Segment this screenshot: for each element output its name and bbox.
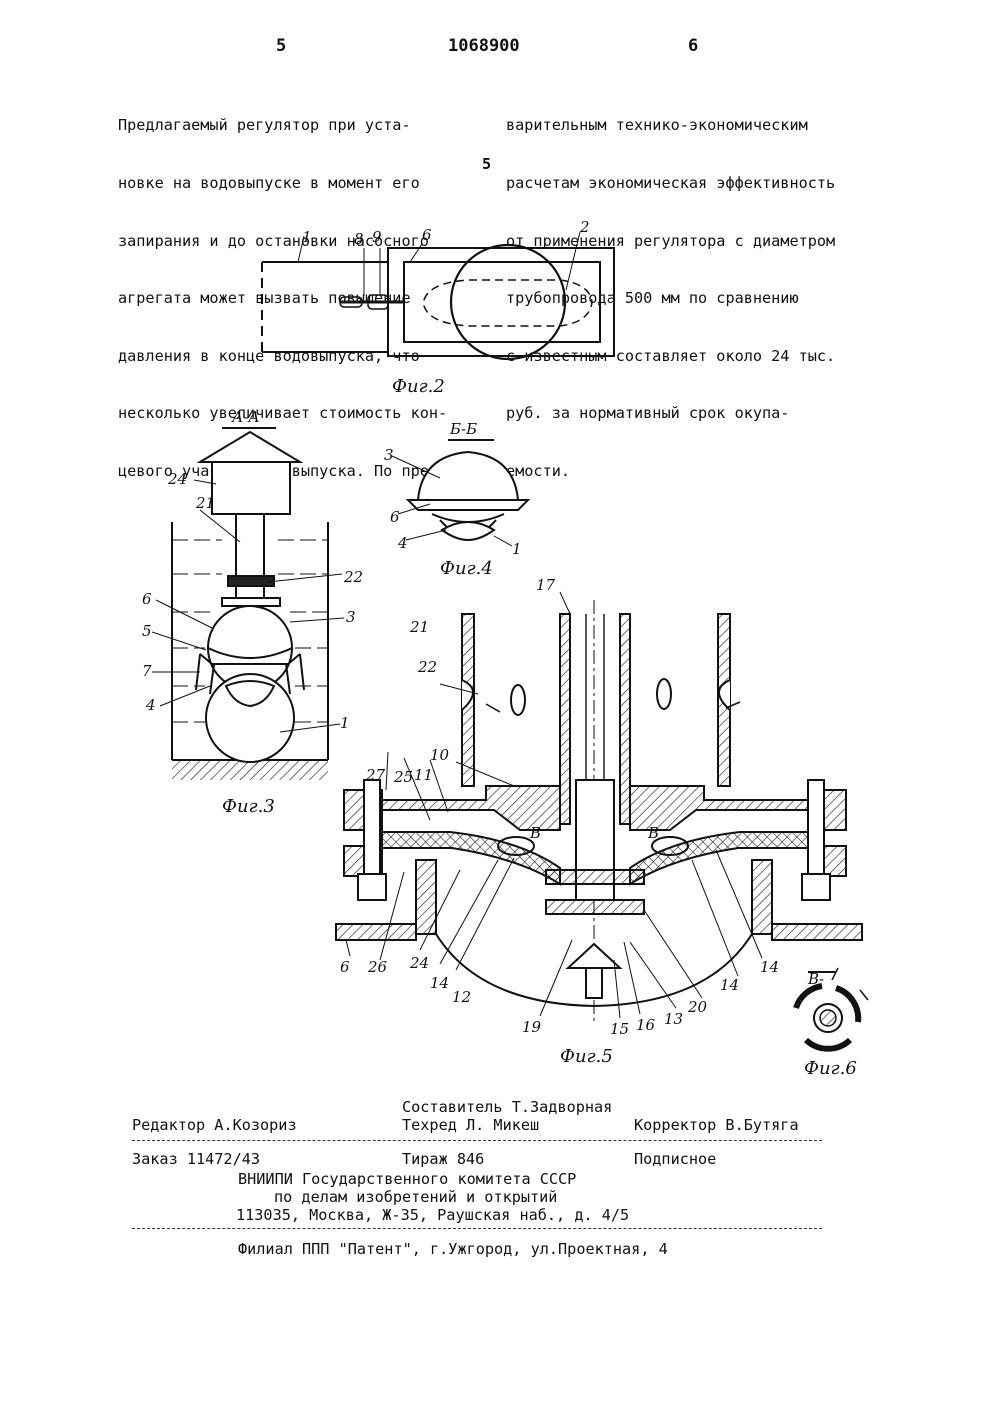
fig3-label-7: 7: [142, 662, 152, 680]
fig3-label-1: 1: [340, 714, 350, 732]
fig2-label-9: 9: [372, 228, 382, 246]
fig5-label-15: 15: [610, 1020, 629, 1038]
editor: Редактор А.Козориз: [132, 1116, 297, 1134]
divider: [132, 1140, 822, 1141]
fig2-label-6: 6: [422, 226, 432, 244]
fig3-label-4: 4: [145, 696, 156, 714]
fig3-label-21: 21: [195, 494, 215, 512]
fig5-label-21: 21: [409, 618, 429, 636]
fig2-caption: Фиг.2: [392, 376, 445, 397]
fig5-label-v-left: В: [529, 824, 541, 842]
order: Заказ 11472/43: [132, 1150, 260, 1168]
fig5-caption: Фиг.5: [560, 1046, 613, 1067]
divider: [132, 1228, 822, 1229]
fig3-section-label: А-А: [231, 408, 260, 426]
fig2-label-2: 2: [579, 218, 590, 236]
fig5-label-10: 10: [430, 746, 450, 764]
figure-2: [262, 232, 614, 359]
fig5-label-14-left: 14: [430, 974, 449, 992]
fig4-label-1: 1: [512, 540, 522, 558]
compiler: Составитель Т.Задворная: [402, 1098, 612, 1116]
fig5-label-14-right: 14: [760, 958, 779, 976]
subscription: Подписное: [634, 1150, 716, 1168]
fig3-label-24: 24: [167, 470, 187, 488]
figure-4: [392, 440, 528, 546]
fig5-label-19: 19: [522, 1018, 542, 1036]
fig3-label-3: 3: [346, 608, 356, 626]
corrector: Корректор В.Бутяга: [634, 1116, 799, 1134]
fig2-label-8: 8: [354, 230, 364, 248]
fig4-label-3: 3: [384, 446, 394, 464]
drawings: 1 8 9 6 2 Фиг.2: [0, 0, 1000, 1100]
org-line-1: ВНИИПИ Государственного комитета СССР: [238, 1170, 576, 1188]
fig4-caption: Фиг.4: [440, 558, 493, 579]
fig5-label-13: 13: [664, 1010, 683, 1028]
fig5-label-16: 16: [636, 1016, 656, 1034]
org-line-3: 113035, Москва, Ж-35, Раушская наб., д. …: [236, 1206, 629, 1224]
fig3-caption: Фиг.3: [222, 796, 275, 817]
fig5-label-27: 27: [365, 766, 386, 784]
fig5-label-17: 17: [536, 576, 556, 594]
fig3-label-22: 22: [343, 568, 363, 586]
fig3-label-6: 6: [142, 590, 152, 608]
fig5-label-25: 25: [393, 768, 413, 786]
fig4-section-label: Б-Б: [449, 420, 477, 438]
fig3-label-5: 5: [142, 622, 152, 640]
fig5-label-v-right: В: [647, 824, 659, 842]
fig4-label-6: 6: [390, 508, 400, 526]
fig5-label-26: 26: [367, 958, 388, 976]
fig6-section-label: В-: [807, 970, 824, 988]
fig5-label-11: 11: [414, 766, 433, 784]
fig5-label-12: 12: [452, 988, 471, 1006]
fig4-label-4: 4: [397, 534, 408, 552]
fig5-label-24: 24: [409, 954, 429, 972]
circulation: Тираж 846: [402, 1150, 484, 1168]
fig2-label-1: 1: [302, 228, 312, 246]
branch: Филиал ППП "Патент", г.Ужгород, ул.Проек…: [238, 1240, 668, 1258]
fig6-caption: Фиг.6: [804, 1058, 857, 1079]
figure-6: [796, 968, 868, 1049]
fig5-label-14-mid: 14: [720, 976, 739, 994]
fig5-label-6: 6: [340, 958, 350, 976]
fig5-label-22: 22: [417, 658, 437, 676]
org-line-2: по делам изобретений и открытий: [274, 1188, 557, 1206]
fig5-label-20: 20: [687, 998, 708, 1016]
tech-editor: Техред Л. Микеш: [402, 1116, 539, 1134]
